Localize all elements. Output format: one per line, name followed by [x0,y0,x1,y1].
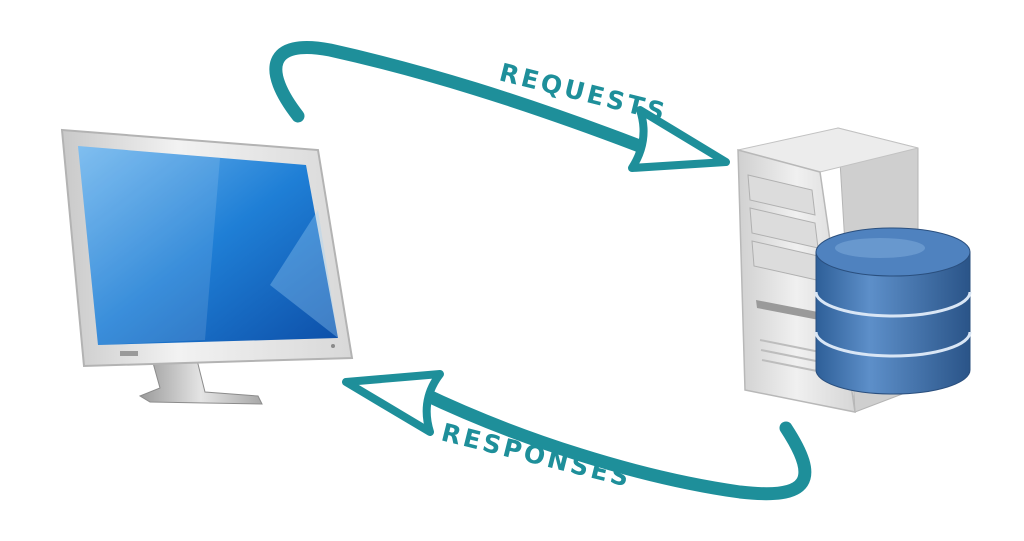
desktop-monitor-icon [60,128,354,405]
responses-arrow [342,370,812,501]
database-cylinder-icon [814,227,972,395]
responses-label: RESPONSES [439,418,635,493]
requests-arrow [269,40,730,172]
requests-label: REQUESTS [497,58,671,128]
